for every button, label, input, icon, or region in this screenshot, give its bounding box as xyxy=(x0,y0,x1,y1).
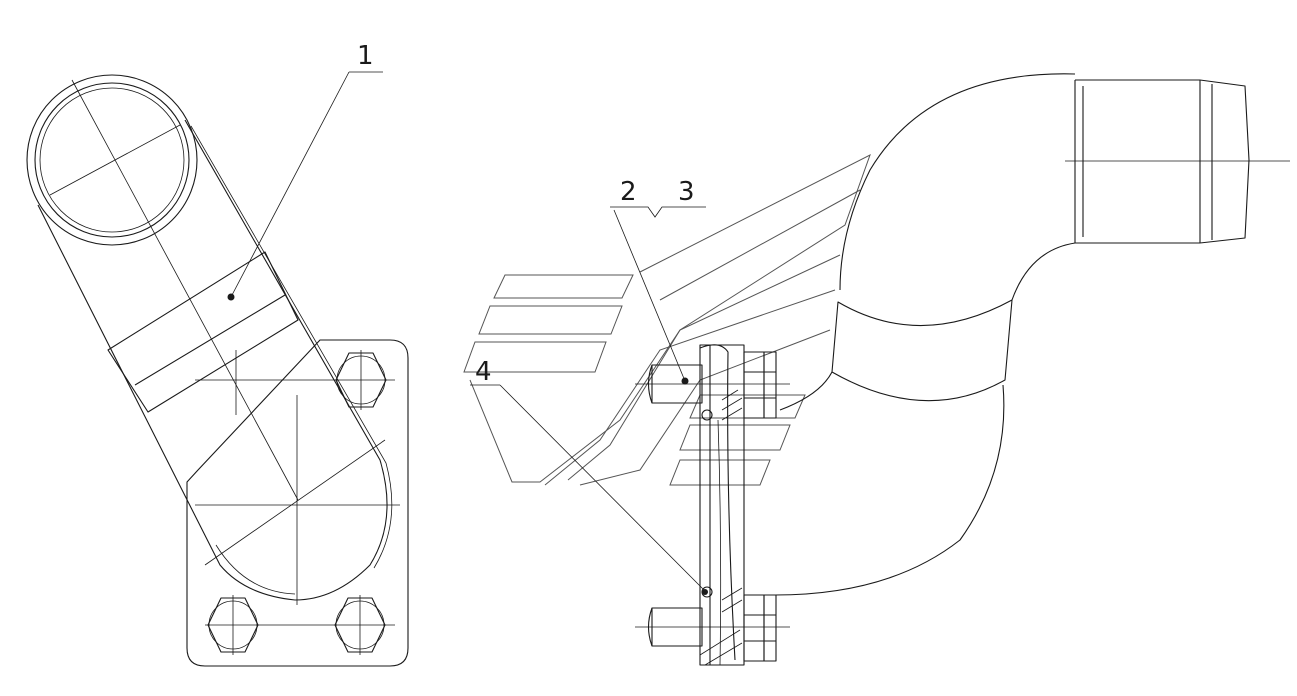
flange-plate xyxy=(186,339,409,667)
callout-2-label: 2 xyxy=(620,177,637,207)
elbow-inner xyxy=(1011,242,1076,301)
callout-1-label: 1 xyxy=(357,41,374,71)
callout-4-leader xyxy=(470,384,707,593)
callout-1-leader xyxy=(227,71,383,301)
left-view-part-1: 1 xyxy=(26,41,409,667)
callout-4-label: 4 xyxy=(475,357,492,387)
flange-section xyxy=(699,344,745,666)
right-view-assembly: 2 3 4 xyxy=(470,73,1290,666)
elbow-clamp-band xyxy=(831,299,1013,402)
elbow-lower xyxy=(774,384,1005,596)
center-lines xyxy=(49,79,400,626)
watermark-logo xyxy=(463,153,871,486)
pipe-contour-right xyxy=(37,119,388,601)
bolt-bottom-left xyxy=(207,595,259,655)
pipe-extension xyxy=(1065,79,1290,244)
bolt-bottom-right xyxy=(334,595,386,655)
elbow-outer xyxy=(839,73,1076,291)
clamp-band xyxy=(107,251,299,413)
pipe-end-opening xyxy=(26,74,198,246)
bolt-upper-side xyxy=(635,351,790,419)
callout-3-label: 3 xyxy=(678,177,695,207)
bolt-top-right xyxy=(335,350,387,410)
bolt-lower-side xyxy=(635,594,790,662)
callout-2-3-leader xyxy=(610,206,706,385)
